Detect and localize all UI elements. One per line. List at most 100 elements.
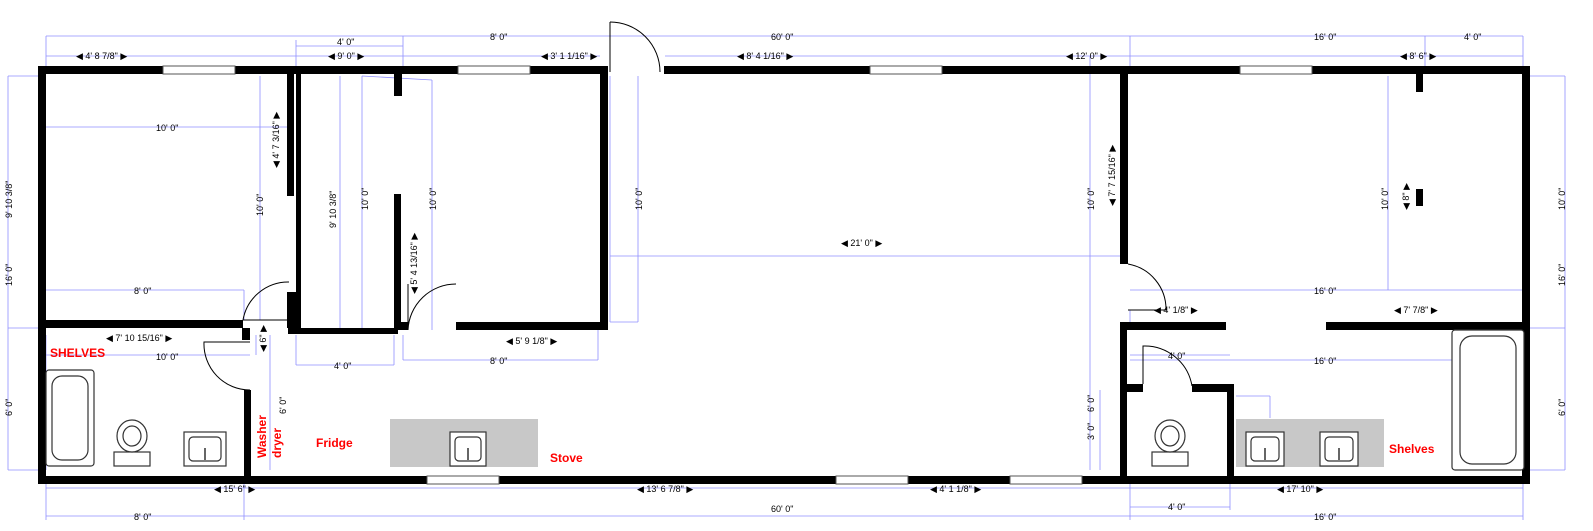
dim-text: ◀ 5' 4 13/16" ▶ [409,233,419,294]
bath2-inner-wall-top [1127,384,1143,392]
bath1-top-wall [38,320,243,328]
dim-text: 6' 0" [1086,395,1096,412]
dim-text: ◀ 5' 9 1/8" ▶ [506,336,557,346]
dim-text: 10' 0" [156,352,178,362]
dim-text: 16' 0" [1314,286,1336,296]
label-washer: Washer [255,415,269,458]
bedroom1-door-swing [242,281,290,321]
window [162,65,236,75]
dim-text: ◀ 17' 10" ▶ [1277,484,1323,494]
dim-text: 16' 0" [1314,356,1336,366]
dim-text: 10' 0" [1086,188,1096,210]
counters [390,419,1384,467]
front-door-swing [609,21,661,73]
sink-bath2-b [1319,431,1359,467]
bedroom2-west-wall [394,194,401,330]
label-dryer: dryer [270,428,284,458]
dim-text: 10' 0" [634,188,644,210]
master-door-swing [1127,263,1167,311]
master-bottom-wall-left [1120,322,1226,330]
windows [162,65,1313,485]
dim-text: 4' 0" [1168,502,1185,512]
doors [203,21,1193,391]
dim-text: 8' 0" [490,356,507,366]
bedroom1-east-wall-bot [287,292,297,328]
top-wall-right [664,66,1530,74]
bath2-west-wall [1120,322,1127,484]
left-wall [38,66,46,484]
dim-text: 10' 0" [1380,188,1390,210]
sink-bath2-a [1245,431,1285,467]
washer-wall [244,390,251,480]
sink-bath1 [183,431,227,467]
window [869,65,943,75]
bath2-inner-wall-right [1192,384,1234,392]
dimension-lines [7,35,1566,520]
dim-text: ◀ 4' 1 1/8" ▶ [930,484,981,494]
dim-text: 6' 0" [278,397,288,414]
hall-post [242,328,250,340]
label-shelves-right: Shelves [1389,442,1435,456]
dim-text: 10' 0" [428,188,438,210]
dim-text: 8' 0" [490,32,507,42]
dim-text: 16' 0" [4,264,14,286]
closet-bottom-wall [288,328,398,334]
label-stove: Stove [550,451,583,465]
dim-text: ◀ 7' 7 15/16" ▶ [1107,145,1117,206]
top-wall-left [38,66,608,74]
master-bottom-wall-right [1326,322,1530,330]
bath2-door-swing [1142,345,1193,387]
room-labels: SHELVES Washer dryer Fridge Stove Shelve… [50,346,1435,465]
bath1-door-swing [203,341,251,391]
window [835,475,909,485]
dim-text: 9' 10 3/8" [4,181,14,218]
window [426,475,500,485]
window [1239,65,1313,75]
bedroom1-east-wall-top [287,74,294,196]
dim-text: ◀ 8" ▶ [1401,183,1411,210]
dim-text: 10' 0" [255,194,265,216]
dim-text: 3' 0" [1086,423,1096,440]
master-stub-1 [1416,74,1423,92]
fixtures [45,329,1525,471]
bedroom2-bottom-wall [456,322,608,330]
bedroom2-bottom-stub [400,322,408,330]
dim-text: 8' 0" [134,286,151,296]
dim-text: ◀ 8' 6" ▶ [1400,51,1436,61]
kitchen-sink [449,431,487,467]
dim-text: 4' 0" [337,37,354,47]
dim-text: ◀ 6" ▶ [258,325,268,352]
dim-text: 10' 0" [1557,188,1567,210]
right-wall [1522,66,1530,484]
label-fridge: Fridge [316,436,353,450]
window [1009,475,1083,485]
window [457,65,531,75]
master-west-wall [1120,66,1128,264]
dim-text: ◀ 4' 8 7/8" ▶ [76,51,127,61]
dim-text: 8' 0" [134,512,151,522]
dim-text: 60' 0" [771,504,793,514]
bath2-inner-wall-v [1227,384,1234,480]
dim-text: 16' 0" [1557,264,1567,286]
closet-door-swing [407,283,457,331]
dim-text: 4' 0" [1464,32,1481,42]
master-stub-2 [1416,189,1423,206]
dim-text: ◀ 3' 1 1/16" ▶ [541,51,597,61]
dim-text: 10' 0" [156,123,178,133]
toilet-left [113,419,151,467]
dim-text: 4' 0" [334,361,351,371]
dim-text: ◀ 12' 0" ▶ [1066,51,1107,61]
dim-text: 6' 0" [1557,399,1567,416]
dim-text: ◀ 7' 10 15/16" ▶ [106,333,172,343]
dim-text: ◀ 9' 0" ▶ [328,51,364,61]
dimension-texts: 8' 0" 60' 0" 16' 0" 4' 0" 4' 0" ◀ 4' 8 7… [4,32,1567,522]
dim-text: ◀ 13' 6 7/8" ▶ [637,484,693,494]
dim-text: 16' 0" [1314,512,1336,522]
dim-text: 16' 0" [1314,32,1336,42]
dim-text: ◀ 4' 7 3/16" ▶ [271,112,281,168]
dim-text: ◀ 15' 6" ▶ [214,484,255,494]
dim-text: ◀ 4' 1/8" ▶ [1154,305,1198,315]
dim-text: ◀ 7' 7/8" ▶ [1394,305,1438,315]
dim-text: ◀ 21' 0" ▶ [841,238,882,248]
